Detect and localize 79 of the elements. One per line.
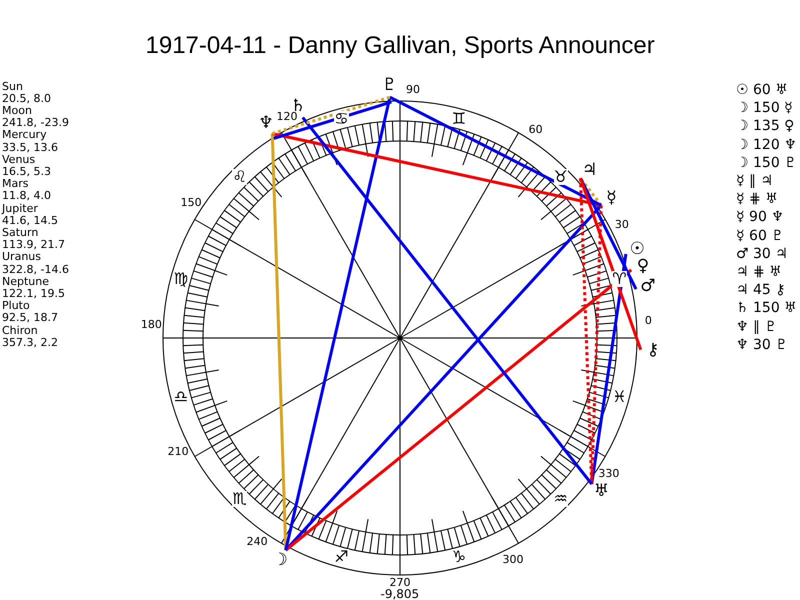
degree-label: 210 [168, 446, 189, 457]
aspect-entry: ♃ 45 ⚷ [736, 283, 786, 298]
aspect-line [579, 178, 638, 290]
offset-value: -9,805 [380, 588, 420, 600]
coordinate-text: 322.8, -14.6 [2, 264, 69, 274]
aspect-line [579, 178, 642, 350]
planet-name: Mercury [2, 129, 47, 140]
aspect-entry: ☽ 135 ♀ [736, 119, 794, 134]
planet-glyph: ☿ [606, 190, 617, 208]
degree-label: 0 [644, 315, 652, 326]
aspect-entry: ♂ 30 ♃ [736, 246, 788, 261]
degree-label: 30 [614, 219, 629, 230]
coordinate-text: 241.8, -23.9 [2, 117, 69, 128]
aspect-entry: ♃ ⋕ ♅ [736, 265, 782, 279]
zodiac-glyph: ♌ [232, 169, 247, 186]
planet-glyph: ♆ [258, 114, 274, 132]
zodiac-glyph: ♍ [174, 271, 188, 288]
planet-name: Sun [2, 80, 23, 92]
coordinate-text: 113.9, 21.7 [2, 239, 65, 250]
planet-name: Mars [2, 178, 28, 190]
planet-glyph: ♂ [640, 278, 656, 296]
aspect-line [284, 96, 392, 551]
planet-glyph: ♇ [382, 76, 398, 94]
coordinate-text: 122.1, 19.5 [2, 288, 65, 299]
aspect-line [272, 132, 602, 207]
aspect-line [284, 268, 632, 552]
planet-name: Moon [2, 104, 32, 116]
degree-label: 90 [406, 84, 420, 95]
aspect-entry: ☿ 60 ♇ [736, 228, 784, 243]
planet-name: Jupiter [2, 202, 38, 214]
zodiac-glyph: ♓ [612, 388, 627, 405]
coordinate-text: 41.6, 14.5 [2, 214, 58, 226]
aspect-line [270, 134, 288, 550]
aspect-entry: ☽ 120 ♆ [736, 138, 797, 152]
planet-name: Saturn [2, 226, 38, 238]
zodiac-glyph: ♊ [452, 110, 466, 127]
dotted-aspect-line [590, 205, 603, 484]
degree-label: 300 [502, 554, 524, 566]
aspect-entry: ♆ 30 ♇ [736, 338, 788, 352]
planet-name: Venus [2, 154, 36, 165]
zodiac-glyph: ♏ [232, 490, 247, 506]
planet-glyph: ☉ [630, 241, 645, 258]
aspect-entry: ☽ 150 ☿ [736, 101, 793, 116]
coordinate-text: 16.5, 5.3 [2, 166, 51, 177]
degree-label: 330 [598, 468, 620, 480]
degree-label: 240 [246, 536, 268, 548]
planet-name: Pluto [2, 300, 30, 312]
zodiac-glyph: ♒ [554, 490, 568, 506]
aspect-line [302, 116, 593, 485]
degree-label: 180 [140, 319, 162, 330]
zodiac-glyph: ♉ [554, 169, 568, 186]
planet-glyph: ☽ [272, 552, 288, 570]
planet-glyph: ♃ [582, 162, 598, 179]
coordinate-text: 33.5, 13.6 [2, 142, 58, 152]
chart-title: 1917-04-11 - Danny Gallivan, Sports Announcer [146, 34, 655, 58]
planet-glyph: ⚷ [646, 342, 660, 359]
planet-glyph: ♅ [594, 482, 609, 500]
coordinate-text: 20.5, 8.0 [2, 92, 51, 104]
coordinate-text: 357.3, 2.2 [2, 336, 58, 348]
planet-name: Uranus [2, 251, 41, 262]
coordinate-text: 11.8, 4.0 [2, 190, 51, 202]
aspect-line [590, 254, 628, 484]
planet-name: Neptune [2, 276, 50, 287]
degree-label: 150 [180, 196, 202, 208]
planet-name: Chiron [2, 324, 38, 336]
aspect-line [389, 96, 602, 207]
degree-label: 270 [390, 576, 410, 588]
aspect-entry: ♄ 150 ♅ [736, 301, 797, 316]
coordinate-text: 92.5, 18.7 [2, 312, 58, 324]
degree-label: 120 [276, 110, 298, 122]
aspect-entry: ☿ 90 ♆ [736, 210, 784, 224]
zodiac-glyph: ♈ [612, 271, 627, 288]
planet-glyph: ♀ [636, 258, 650, 276]
degree-label: 60 [528, 124, 543, 135]
aspect-entry: ☉ 60 ♅ [736, 83, 788, 97]
aspect-entry: ☿ ∥ ♃ [736, 174, 774, 188]
aspect-entry: ☽ 150 ♇ [736, 156, 797, 170]
aspect-entry: ♆ ∥ ♇ [736, 320, 778, 334]
aspect-entry: ☿ ⋕ ♅ [736, 192, 778, 206]
